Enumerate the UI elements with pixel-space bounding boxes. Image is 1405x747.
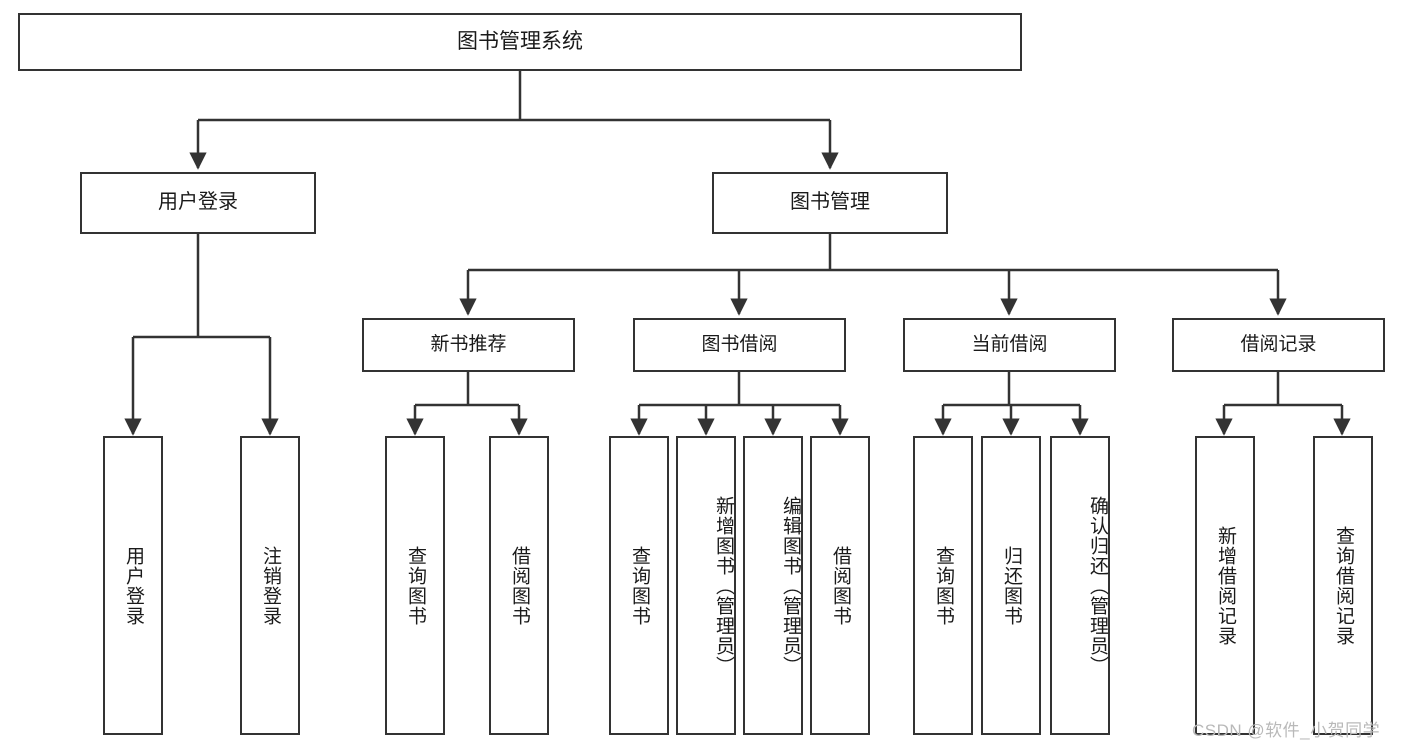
- node-current-borrow[interactable]: 当前借阅: [903, 318, 1116, 372]
- node-leaf-query-book-3-label: 查询图书: [933, 545, 955, 626]
- node-leaf-add-book[interactable]: 新增图书（管理员）: [676, 436, 736, 735]
- node-leaf-user-login[interactable]: 用户登录: [103, 436, 163, 735]
- node-root-label: 图书管理系统: [457, 29, 583, 53]
- node-user-login[interactable]: 用户登录: [80, 172, 316, 234]
- node-leaf-edit-book[interactable]: 编辑图书（管理员）: [743, 436, 803, 735]
- node-current-borrow-label: 当前借阅: [971, 333, 1048, 355]
- node-leaf-query-record[interactable]: 查询借阅记录: [1313, 436, 1373, 735]
- node-leaf-query-book-1-label: 查询图书: [405, 545, 427, 626]
- node-borrow-record[interactable]: 借阅记录: [1172, 318, 1385, 372]
- node-leaf-query-book-2-label: 查询图书: [629, 545, 651, 626]
- node-leaf-borrow-book-1-label: 借阅图书: [509, 545, 531, 626]
- node-book-manage-label: 图书管理: [790, 191, 870, 214]
- node-leaf-query-book-3[interactable]: 查询图书: [913, 436, 973, 735]
- csdn-watermark: CSDN @软件_小贺同学: [1192, 721, 1381, 740]
- node-leaf-logout-login[interactable]: 注销登录: [240, 436, 300, 735]
- node-leaf-confirm-return-label: 确认归还（管理员）: [1087, 495, 1108, 676]
- node-new-book-recommend[interactable]: 新书推荐: [362, 318, 575, 372]
- node-leaf-edit-book-label: 编辑图书（管理员）: [780, 495, 801, 676]
- node-book-borrow[interactable]: 图书借阅: [633, 318, 846, 372]
- node-leaf-query-record-label: 查询借阅记录: [1333, 525, 1355, 646]
- node-book-manage[interactable]: 图书管理: [712, 172, 948, 234]
- node-leaf-query-book-1[interactable]: 查询图书: [385, 436, 445, 735]
- node-leaf-borrow-book-2-label: 借阅图书: [830, 545, 852, 626]
- node-leaf-add-book-label: 新增图书（管理员）: [713, 495, 734, 676]
- node-user-login-label: 用户登录: [158, 191, 238, 214]
- node-new-book-recommend-label: 新书推荐: [430, 333, 507, 355]
- node-leaf-add-record[interactable]: 新增借阅记录: [1195, 436, 1255, 735]
- node-borrow-record-label: 借阅记录: [1240, 333, 1317, 355]
- node-leaf-user-login-label: 用户登录: [123, 545, 145, 626]
- node-leaf-logout-login-label: 注销登录: [260, 545, 282, 626]
- node-leaf-confirm-return[interactable]: 确认归还（管理员）: [1050, 436, 1110, 735]
- node-book-borrow-label: 图书借阅: [701, 333, 778, 355]
- node-leaf-add-record-label: 新增借阅记录: [1215, 525, 1237, 646]
- node-leaf-query-book-2[interactable]: 查询图书: [609, 436, 669, 735]
- node-root[interactable]: 图书管理系统: [18, 13, 1022, 71]
- node-leaf-return-book[interactable]: 归还图书: [981, 436, 1041, 735]
- node-leaf-return-book-label: 归还图书: [1001, 545, 1023, 626]
- node-leaf-borrow-book-2[interactable]: 借阅图书: [810, 436, 870, 735]
- node-leaf-borrow-book-1[interactable]: 借阅图书: [489, 436, 549, 735]
